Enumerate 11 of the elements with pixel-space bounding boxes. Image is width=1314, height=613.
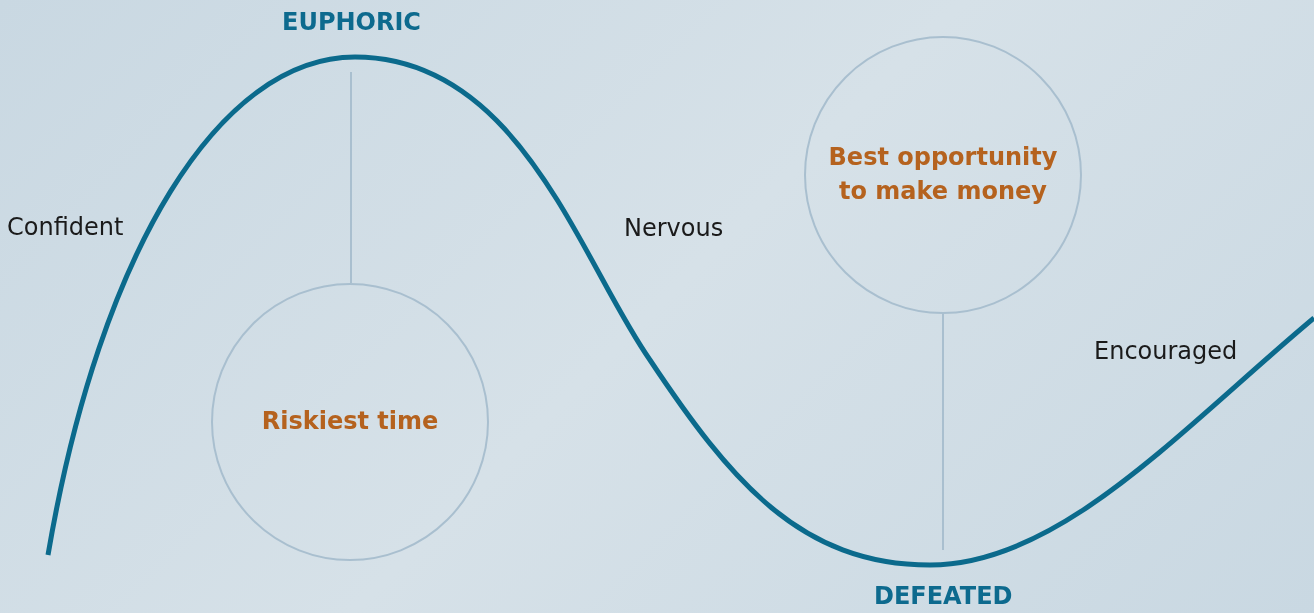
circle [211, 283, 489, 561]
leader-line [350, 71, 352, 284]
trough-label: DEFEATED [874, 582, 1013, 610]
mood-label: Nervous [624, 214, 724, 242]
mood-label: Confident [7, 213, 124, 241]
peak-label: EUPHORIC [282, 8, 421, 36]
mood-label: Encouraged [1094, 337, 1238, 365]
circle [804, 36, 1082, 314]
circle-text: Best opportunity to make money [827, 142, 1059, 207]
leader-line [942, 313, 944, 551]
circle-text: Riskiest time [260, 406, 440, 438]
